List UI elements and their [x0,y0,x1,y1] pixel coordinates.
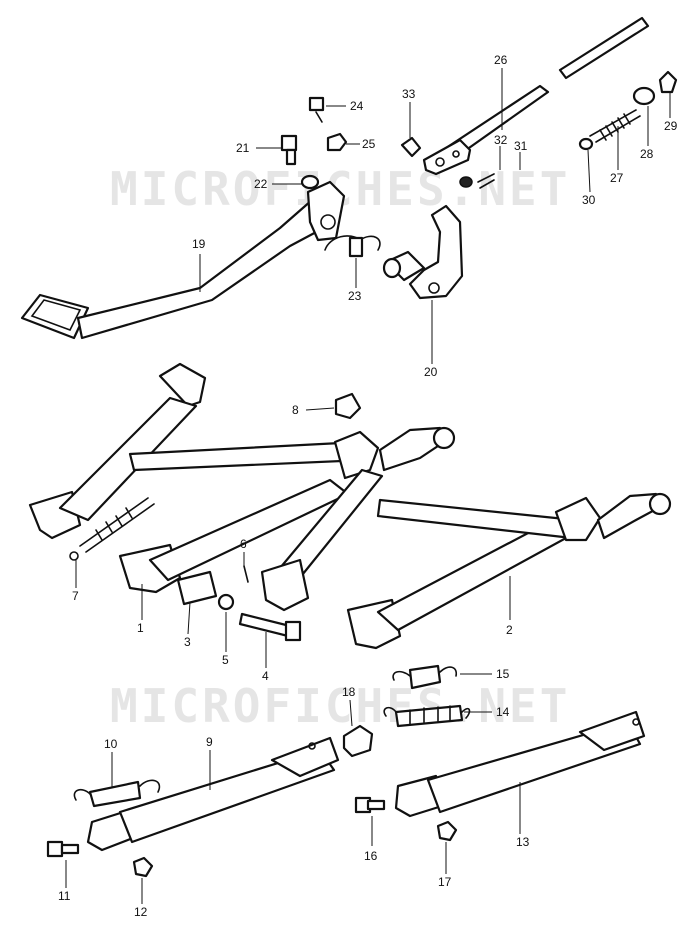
callout-29: 29 [664,119,678,133]
side-stand-spring-long [383,704,471,728]
callout-26: 26 [494,53,508,67]
callout-24: 24 [350,99,364,113]
main-stand-left [28,362,367,594]
callout-13: 13 [516,835,530,849]
callout-15: 15 [496,667,510,681]
callout-2: 2 [506,623,513,637]
callout-7: 7 [72,589,79,603]
callout-17: 17 [438,875,452,889]
callout-33: 33 [402,87,416,101]
callout-32: 32 [494,133,508,147]
rod-joint-washer [459,176,473,188]
stand-bushing [176,570,218,606]
callout-20: 20 [424,365,438,379]
callout-31: 31 [514,139,528,153]
brake-pedal [20,180,346,340]
callout-16: 16 [364,849,378,863]
rod-spring [589,109,641,143]
rod-end-nut [658,70,678,94]
side-stand-spring-short [392,664,458,690]
callout-14: 14 [496,705,510,719]
side-stand-b-nut [436,820,458,842]
brake-arm [382,204,464,300]
callout-27: 27 [610,171,624,185]
side-stand-b-bolt [354,796,386,814]
side-stand-a-spring [73,779,161,808]
callout-11: 11 [58,889,71,903]
callout-9: 9 [206,735,213,749]
callout-30: 30 [582,193,596,207]
callout-3: 3 [184,635,191,649]
callout-18: 18 [342,685,356,699]
side-stand-a-bolt [46,840,80,858]
callout-28: 28 [640,147,654,161]
callout-21: 21 [236,141,250,155]
rod-adjuster-nut [632,86,656,106]
rod-clip [578,137,594,151]
stand-spring [69,497,155,561]
leader-lines [65,68,671,904]
side-stand-a-nut [132,856,154,878]
callout-1: 1 [137,621,144,635]
main-stand-right [260,426,672,650]
pedal-washer [300,174,320,190]
callout-4: 4 [262,669,269,683]
watermark-bottom: MICROFICHES.NET [110,679,570,733]
callout-12: 12 [134,905,148,919]
callout-22: 22 [254,177,268,191]
stand-washer [217,593,235,611]
stand-pivot-bolt [238,612,302,642]
callout-5: 5 [222,653,229,667]
callout-8: 8 [292,403,299,417]
callout-25: 25 [362,137,376,151]
pedal-spring-clip [324,235,381,258]
stand-stopper [334,392,362,420]
cotter-pin-top [308,96,325,123]
rod-joint-pin [477,173,495,189]
long-rod [558,16,650,80]
callout-6: 6 [240,537,247,551]
callout-23: 23 [348,289,362,303]
side-stand-a [86,736,340,852]
side-stand-bushing [342,724,374,758]
pedal-bolt [280,134,298,166]
callout-19: 19 [192,237,206,251]
brake-rod [422,84,550,176]
pedal-nut [326,132,348,152]
callout-10: 10 [104,737,118,751]
stand-cotter-pin [243,565,249,583]
rod-end-cap [400,136,422,158]
side-stand-b [394,710,646,818]
callout-numbers: 1 2 3 4 5 6 7 8 9 10 11 12 13 14 15 16 1… [58,53,678,919]
